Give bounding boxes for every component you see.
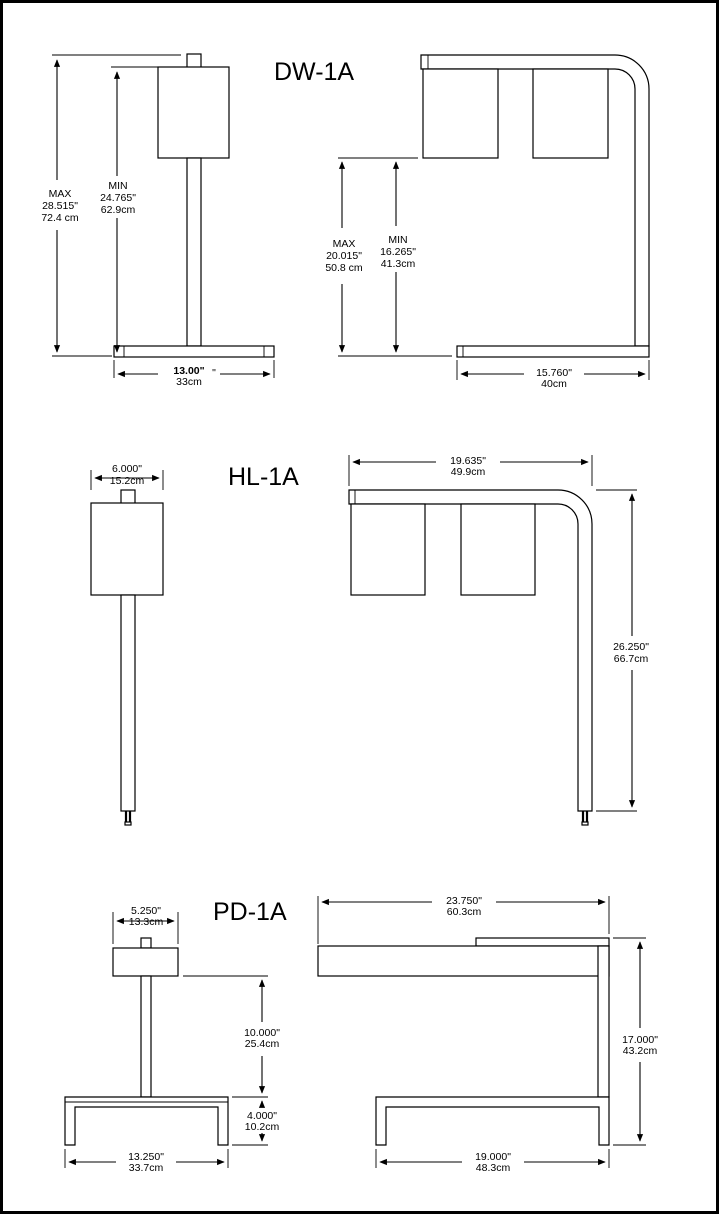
pd-lamp-housing	[112, 947, 179, 977]
dw-side-max-cm: 50.8 cm	[325, 262, 363, 274]
dw-front-view	[113, 53, 275, 358]
hl-lamp-2	[460, 503, 536, 596]
hl-model-title: HL-1A	[228, 463, 299, 491]
dw-min-in: 24.765"	[100, 192, 136, 204]
dw-lamp-1	[422, 68, 499, 159]
hl-width-in: 6.000"	[112, 463, 142, 475]
pd-length-in: 23.750"	[446, 895, 482, 907]
hl-side-dimensions: 19.635" 49.9cm 26.250" 66.7cm	[348, 455, 649, 812]
dw-side-max-in: 20.015"	[326, 250, 362, 262]
pd-base-in: 4.000"	[247, 1110, 277, 1122]
hl-height-cm: 66.7cm	[614, 653, 649, 665]
hl-lamp-1	[350, 503, 426, 596]
hl-height-in: 26.250"	[613, 641, 649, 653]
pd-lamp-in: 5.250"	[131, 905, 161, 917]
pd-base-cm: 10.2cm	[245, 1121, 280, 1133]
pd-length-cm: 60.3cm	[447, 906, 482, 918]
dw-model-title: DW-1A	[274, 58, 354, 86]
pd-post	[140, 975, 152, 1098]
hl-side-view	[348, 489, 593, 826]
pd-depth-cm: 48.3cm	[476, 1162, 511, 1174]
pd-side-base	[375, 1096, 610, 1146]
dw-side-max-label: MAX	[333, 238, 356, 250]
hl-front-view	[90, 489, 164, 826]
pd-front-view	[64, 937, 229, 1146]
dw-front-dimensions: MAX 28.515" 72.4 cm MIN 24.765" 62.9cm 1…	[41, 54, 275, 388]
dw-base	[113, 345, 275, 358]
dw-depth-in: 15.760"	[536, 367, 572, 379]
dw-min-label: MIN	[108, 180, 127, 192]
dw-depth-cm: 40cm	[541, 378, 567, 390]
pd-height-in: 17.000"	[622, 1034, 658, 1046]
pd-front-dimensions: 5.250" 13.3cm 10.000" 25.4cm 4.000" 10.2…	[64, 905, 280, 1174]
pd-width-in: 13.250"	[128, 1151, 164, 1163]
dw-max-cm: 72.4 cm	[41, 212, 79, 224]
pd-side-dimensions: 23.750" 60.3cm 17.000" 43.2cm 19.000" 48…	[317, 895, 658, 1174]
dw-side-min-in: 16.265"	[380, 246, 416, 258]
dw-width-in: 13.00"	[173, 365, 204, 377]
pd-lamp-cap	[140, 937, 152, 949]
hl-length-in: 19.635"	[450, 455, 486, 467]
pd-lamp-cm: 13.3cm	[129, 916, 164, 928]
pd-side-view	[317, 937, 610, 1146]
hl-length-cm: 49.9cm	[451, 466, 486, 478]
pd-width-cm: 33.7cm	[129, 1162, 164, 1174]
pd-post-in: 10.000"	[244, 1027, 280, 1039]
pd-arm-top	[475, 937, 610, 947]
pd-base	[64, 1096, 229, 1146]
dw-lamp-2	[532, 68, 609, 159]
dw-width-cm: 33cm	[176, 376, 202, 388]
pd-model-title: PD-1A	[213, 898, 287, 926]
hl-side-tip	[581, 821, 589, 826]
hl-lamp-housing	[90, 502, 164, 596]
pd-side-post	[597, 945, 610, 1098]
dw-post	[186, 157, 202, 347]
hl-1a-section: HL-1A 6.000" 15.2cm	[90, 455, 649, 826]
hl-width-cm: 15.2cm	[110, 475, 145, 487]
pd-post-cm: 25.4cm	[245, 1038, 280, 1050]
hl-arm	[348, 489, 593, 812]
hl-front-dimensions: 6.000" 15.2cm	[90, 463, 164, 490]
hl-post-tip	[124, 821, 132, 826]
dw-side-view	[420, 54, 650, 358]
dw-lamp-housing	[157, 66, 230, 159]
dw-max-label: MAX	[49, 188, 72, 200]
dw-1a-section: DW-1A MAX 28.515" 72.4 cm MIN 24.765" 62…	[41, 53, 650, 390]
pd-height-cm: 43.2cm	[623, 1045, 658, 1057]
dw-min-cm: 62.9cm	[101, 204, 136, 216]
hl-lamp-cap	[120, 489, 136, 505]
dw-side-min-cm: 41.3cm	[381, 258, 416, 270]
dw-side-base	[456, 345, 650, 358]
dw-side-dimensions: MAX 20.015" 50.8 cm MIN 16.265" 41.3cm 1…	[325, 157, 650, 390]
dw-lamp-cap	[186, 53, 202, 69]
dw-side-min-label: MIN	[388, 234, 407, 246]
pd-depth-in: 19.000"	[475, 1151, 511, 1163]
dw-width-in-suffix: "	[212, 367, 216, 379]
dw-max-in: 28.515"	[42, 200, 78, 212]
pd-lamp-bar	[317, 945, 610, 977]
pd-1a-section: PD-1A 5.250" 13.3cm 10.000" 25.4cm 4.	[64, 895, 658, 1174]
hl-post	[120, 594, 136, 812]
